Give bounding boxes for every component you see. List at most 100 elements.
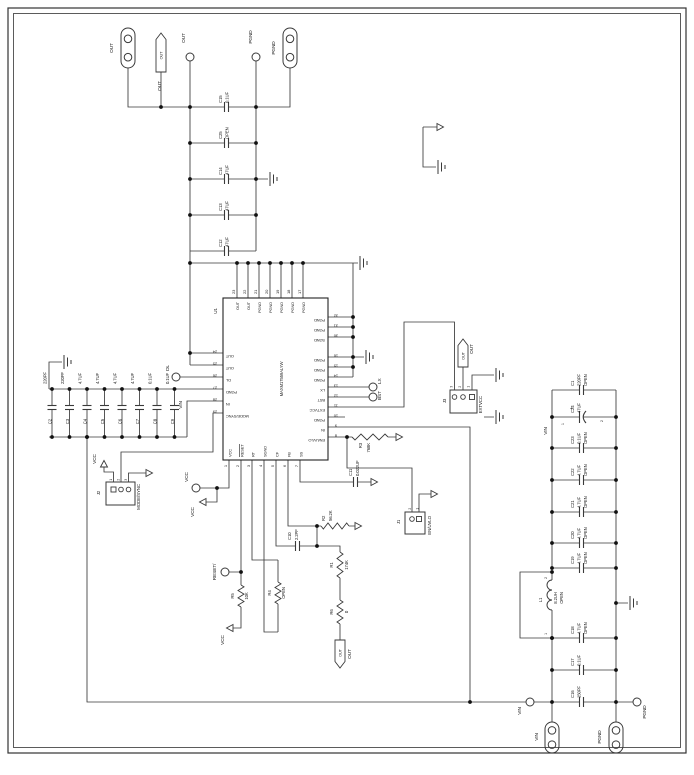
svg-text:20: 20: [264, 289, 269, 294]
svg-text:23: 23: [231, 289, 236, 294]
svg-text:0.1UF: 0.1UF: [577, 655, 582, 666]
svg-text:PGND: PGND: [248, 30, 254, 44]
svg-text:11: 11: [333, 404, 338, 409]
svg-text:4.7UF: 4.7UF: [577, 465, 582, 476]
svg-text:0.1UF: 0.1UF: [225, 92, 230, 103]
svg-text:56.2K: 56.2K: [328, 510, 333, 521]
tp-vcc: VCC: [184, 471, 201, 493]
svg-text:PGND: PGND: [314, 378, 325, 383]
flag-out-fb: OUT OUT: [334, 639, 353, 669]
svg-text:174K: 174K: [344, 560, 349, 570]
svg-text:C1: C1: [570, 380, 575, 386]
svg-text:RESET/: RESET/: [212, 563, 218, 580]
svg-text:SS: SS: [299, 451, 304, 457]
svg-text:OUT: OUT: [347, 649, 353, 659]
svg-text:C24: C24: [570, 405, 575, 413]
svg-text:EN/UVLO: EN/UVLO: [427, 515, 432, 534]
svg-text:PGND: PGND: [279, 302, 284, 313]
svg-text:OUT: OUT: [235, 301, 240, 310]
svg-text:OPEN: OPEN: [281, 587, 286, 599]
svg-text:FB: FB: [287, 452, 292, 457]
svg-text:3: 3: [450, 386, 454, 388]
svg-text:C11: C11: [348, 468, 353, 476]
svg-text:RESET: RESET: [240, 444, 245, 457]
svg-text:C7: C7: [135, 418, 140, 424]
svg-text:4.7UF: 4.7UF: [577, 553, 582, 564]
tp-pgnd-top: PGND: [248, 30, 261, 62]
svg-text:J2: J2: [96, 490, 101, 495]
components: U1MAXM17559ALYW23OUT22OUT21PGND20PGND19P…: [43, 27, 648, 754]
svg-text:C19: C19: [570, 556, 575, 564]
svg-text:MODE/SYNC: MODE/SYNC: [136, 483, 141, 510]
svg-text:OUT: OUT: [337, 648, 342, 657]
svg-text:0: 0: [344, 610, 349, 613]
svg-text:C21: C21: [570, 500, 575, 508]
svg-text:0.022UF: 0.022UF: [355, 460, 360, 476]
svg-text:C5: C5: [100, 418, 105, 424]
svg-text:C20: C20: [570, 531, 575, 539]
svg-text:27: 27: [212, 386, 217, 391]
svg-text:29: 29: [212, 410, 217, 415]
net-arrows: [99, 122, 445, 633]
svg-text:2: 2: [544, 577, 548, 579]
svg-text:IN: IN: [226, 402, 230, 407]
tp-reset: RESET/: [212, 563, 230, 580]
ground-symbols: [63, 160, 638, 610]
svg-text:C4: C4: [83, 418, 88, 424]
svg-text:31: 31: [333, 324, 338, 329]
svg-text:4.7UF: 4.7UF: [78, 373, 83, 384]
svg-text:C15: C15: [218, 95, 223, 103]
wires: [48, 61, 633, 722]
svg-text:DL: DL: [225, 378, 231, 383]
svg-text:EXTVCC: EXTVCC: [478, 395, 483, 413]
svg-text:9: 9: [334, 424, 337, 429]
svg-text:VCC: VCC: [220, 634, 226, 644]
svg-text:5: 5: [270, 464, 275, 467]
svg-text:24: 24: [212, 350, 217, 355]
conn-vin: VIN: [534, 721, 560, 754]
svg-text:15: 15: [333, 364, 338, 369]
svg-text:21: 21: [253, 289, 258, 294]
conn-pgnd-bottom: PGND: [597, 721, 624, 754]
svg-text:R5: R5: [230, 593, 235, 599]
tp-vin: VIN: [517, 697, 535, 715]
svg-text:RT: RT: [251, 451, 256, 457]
svg-text:C22: C22: [570, 468, 575, 476]
svg-text:C3: C3: [65, 418, 70, 424]
svg-text:OPEN: OPEN: [583, 496, 588, 508]
svg-text:VIN: VIN: [517, 707, 523, 715]
svg-text:30: 30: [333, 334, 338, 339]
svg-text:CF: CF: [275, 451, 280, 457]
svg-text:DL: DL: [165, 365, 171, 371]
svg-text:32: 32: [333, 314, 338, 319]
svg-text:VIN: VIN: [534, 733, 540, 741]
svg-text:C18: C18: [570, 626, 575, 634]
svg-text:PGND: PGND: [314, 358, 325, 363]
svg-text:1: 1: [416, 508, 420, 510]
svg-text:C23: C23: [570, 436, 575, 444]
svg-text:4.7UF: 4.7UF: [577, 497, 582, 508]
svg-text:47UF: 47UF: [225, 165, 230, 175]
svg-text:1: 1: [544, 633, 548, 635]
svg-text:OPEN: OPEN: [583, 622, 588, 634]
svg-text:BST: BST: [377, 391, 383, 400]
